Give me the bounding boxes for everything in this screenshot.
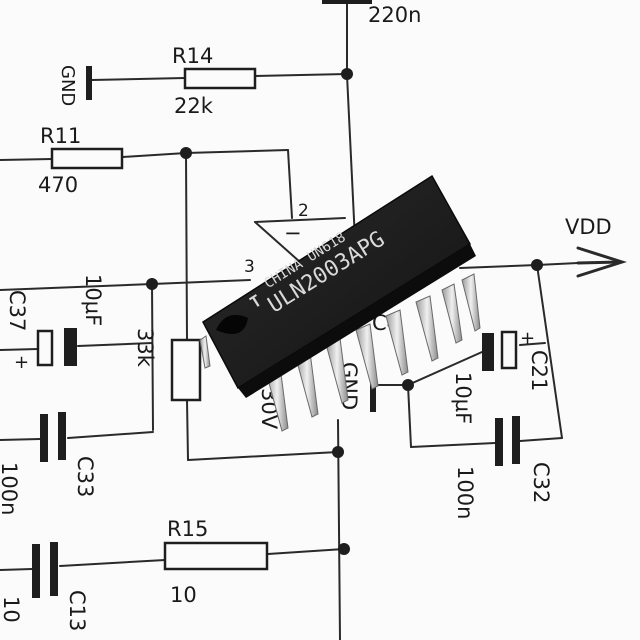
c21-ref: C21 xyxy=(527,350,551,391)
r15-ref: R15 xyxy=(167,517,208,541)
c33-ref: C33 xyxy=(73,456,97,497)
r11-ref: R11 xyxy=(40,124,81,148)
wires xyxy=(0,0,579,640)
capacitor-c32 xyxy=(495,416,520,466)
r33k-value: 33k xyxy=(133,328,157,368)
r11-value: 470 xyxy=(38,173,78,197)
opamp-symbol xyxy=(254,217,346,263)
c21-plus: + xyxy=(520,328,535,349)
c33-value: 100n xyxy=(0,462,21,515)
c21-value: 10µF xyxy=(451,372,475,424)
gnd-label: GND xyxy=(57,65,78,106)
uln2003-chip: CHINA UN618 ULN2003APG T xyxy=(199,174,481,432)
r14-ref: R14 xyxy=(172,44,213,68)
c37-ref: C37 xyxy=(5,290,29,331)
r14-value: 22k xyxy=(174,94,214,118)
capacitor-top-plate xyxy=(322,0,372,4)
c13-value: 10 xyxy=(0,596,23,623)
resistor-r15 xyxy=(163,541,269,571)
c32-value: 100n xyxy=(453,466,477,519)
capacitor-c33 xyxy=(40,412,66,462)
capacitor-c37 xyxy=(36,328,77,367)
opamp-pin3: 3 xyxy=(244,257,255,277)
resistor-33k xyxy=(170,338,202,402)
opamp-minus: − xyxy=(284,221,302,245)
vdd-label: VDD xyxy=(565,215,612,239)
resistor-r11 xyxy=(50,147,124,170)
c37-value: 10µF xyxy=(81,274,105,326)
capacitor-c13 xyxy=(32,542,58,598)
capacitor-top-value: 220n xyxy=(368,3,421,27)
chip-pins-bottom xyxy=(265,273,481,432)
capacitor-c21 xyxy=(482,330,518,371)
c13-ref: C13 xyxy=(65,590,89,631)
c37-plus: + xyxy=(14,352,29,373)
ground-symbol xyxy=(86,66,92,100)
opamp-pin2: 2 xyxy=(298,201,309,221)
junctions xyxy=(146,68,543,555)
resistor-r14 xyxy=(183,67,257,90)
c4-plate xyxy=(370,372,376,412)
r15-value: 10 xyxy=(170,583,197,607)
vdd-arrow-icon xyxy=(576,246,627,278)
c32-ref: C32 xyxy=(529,462,553,503)
